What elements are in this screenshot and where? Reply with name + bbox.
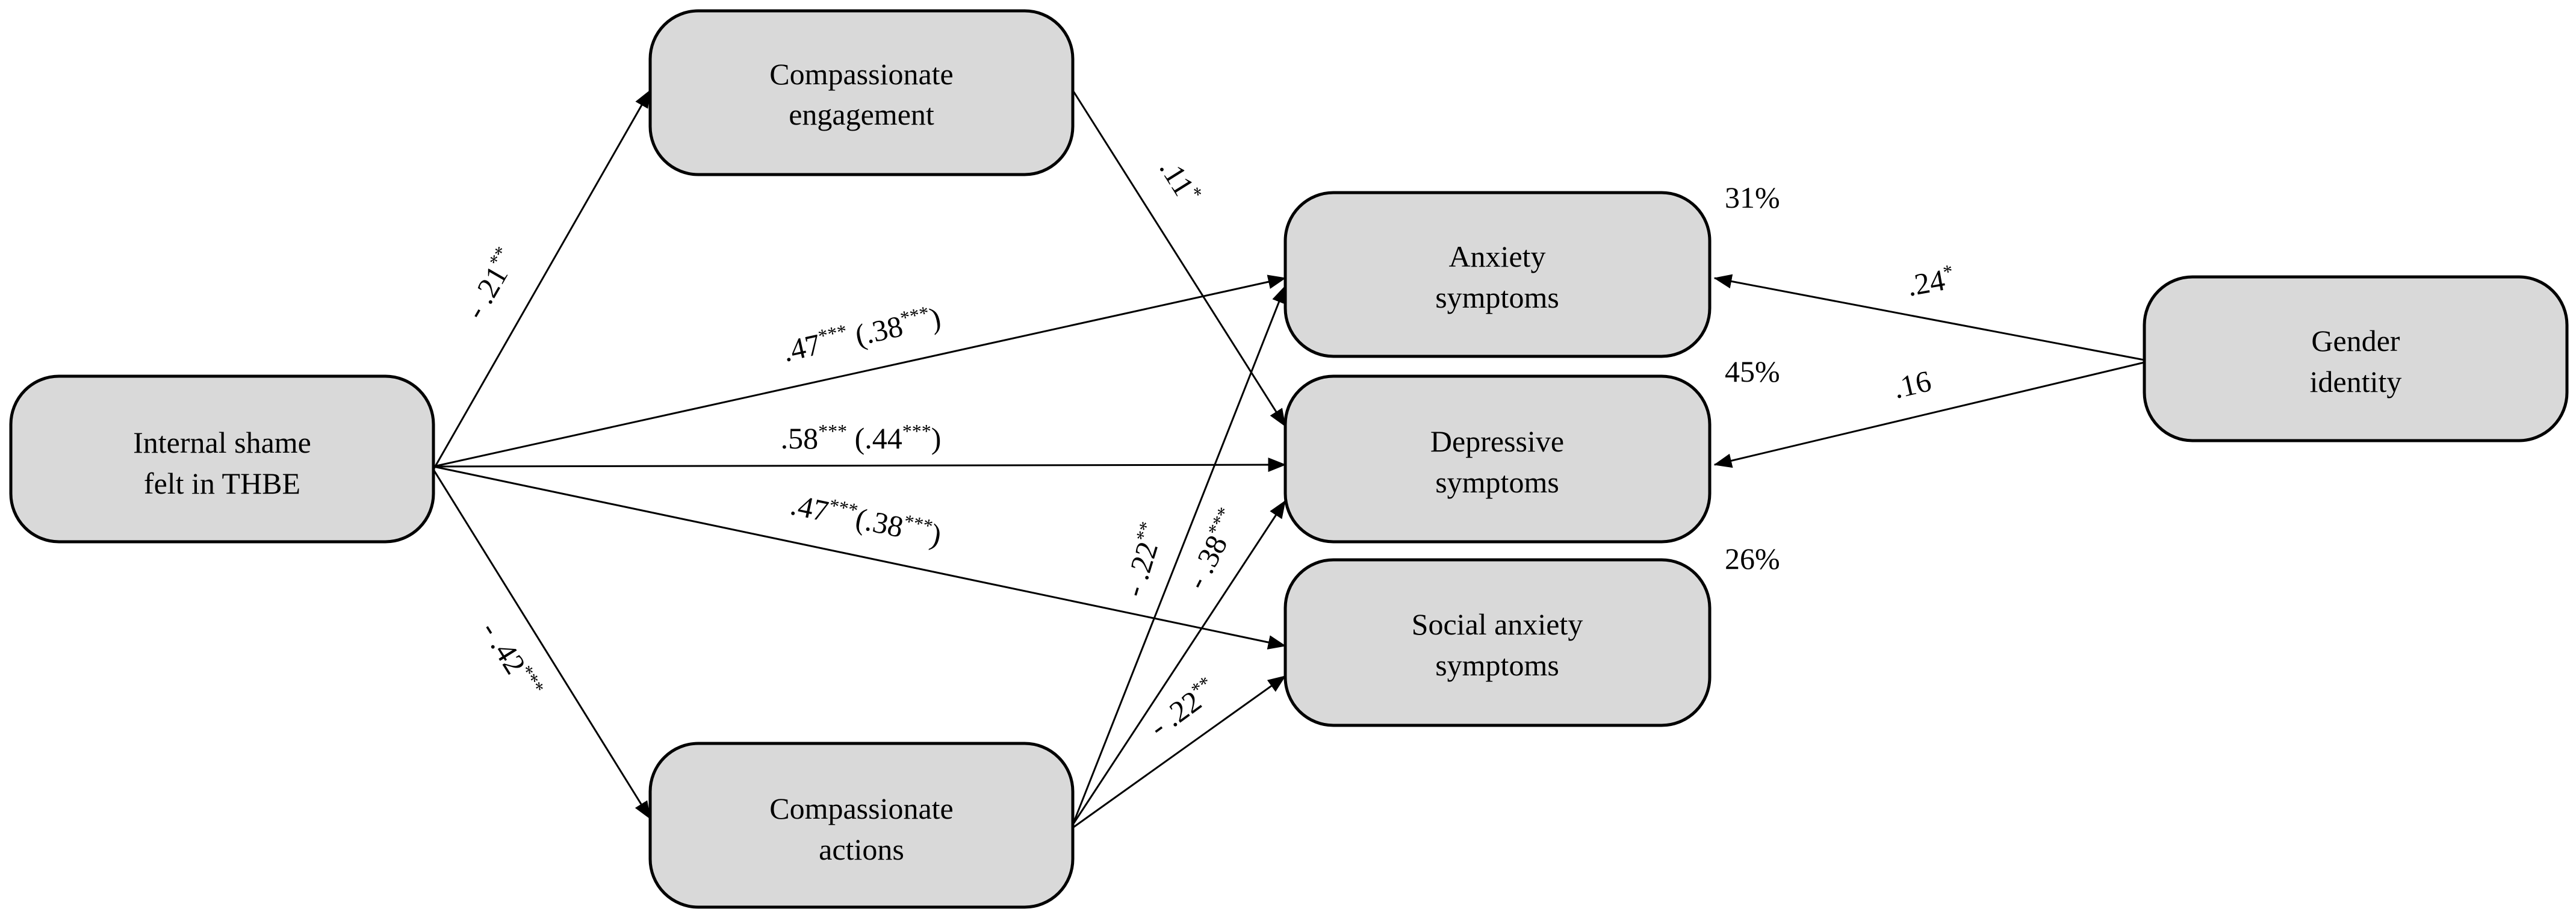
node-label-line2: symptoms xyxy=(1435,648,1559,682)
label-shame-social: .47***(.38***) xyxy=(787,486,945,553)
node-label-line1: Anxiety xyxy=(1448,240,1545,273)
edge-actions-social xyxy=(1072,675,1286,829)
edge-actions-anxiety xyxy=(1072,285,1286,825)
edge-gender-depressive xyxy=(1713,361,2145,468)
label-actions-depressive: - .38*** xyxy=(1178,503,1247,594)
edge-shame-anxiety xyxy=(433,274,1286,468)
node-anxiety-symptoms: Anxiety symptoms xyxy=(1283,191,1712,358)
node-compassionate-engagement: Compassionate engagement xyxy=(648,9,1075,176)
label-shame-actions: - .42*** xyxy=(475,615,549,704)
node-internal-shame: Internal shame felt in THBE xyxy=(9,374,435,544)
node-label-line1: Internal shame xyxy=(133,426,311,459)
edge-actions-depressive xyxy=(1072,500,1286,825)
r2-social-anxiety: 26% xyxy=(1725,542,1780,575)
edge-shame-actions xyxy=(432,469,651,820)
r2-anxiety: 31% xyxy=(1725,181,1780,214)
r2-depressive: 45% xyxy=(1725,355,1780,388)
edge-shame-engagement xyxy=(432,89,651,470)
node-label-line2: identity xyxy=(2310,365,2402,398)
edge-shame-social xyxy=(433,465,1286,650)
node-label-line2: felt in THBE xyxy=(144,467,300,500)
node-compassionate-actions: Compassionate actions xyxy=(648,742,1075,909)
node-label-line2: symptoms xyxy=(1435,281,1559,314)
node-label-line2: engagement xyxy=(789,98,934,131)
node-label-line1: Depressive xyxy=(1430,424,1564,458)
node-label-line1: Compassionate xyxy=(769,57,954,91)
node-social-anxiety-symptoms: Social anxiety symptoms xyxy=(1283,558,1712,727)
node-label-line2: symptoms xyxy=(1435,465,1559,499)
node-depressive-symptoms: Depressive symptoms xyxy=(1283,374,1712,544)
label-gender-depressive: .16 xyxy=(1890,364,1934,405)
edge-shame-depressive xyxy=(433,457,1286,473)
edge-engagement-depressive xyxy=(1072,90,1286,427)
label-shame-anxiety: .47*** (.38***) xyxy=(780,299,944,368)
label-shame-engagement: - .21** xyxy=(456,243,524,324)
node-gender-identity: Gender identity xyxy=(2143,275,2569,442)
label-actions-anxiety: - .22** xyxy=(1115,519,1170,600)
label-actions-social: - .22** xyxy=(1142,672,1223,744)
node-label-line1: Gender xyxy=(2311,324,2400,358)
edge-gender-anxiety xyxy=(1713,274,2145,361)
node-label-line1: Social anxiety xyxy=(1412,607,1583,641)
edges xyxy=(432,89,2145,829)
node-label-line2: actions xyxy=(819,833,904,866)
label-shame-depressive: .58*** (.44***) xyxy=(781,420,942,455)
label-engagement-depressive: .11* xyxy=(1153,152,1207,210)
label-gender-anxiety: .24* xyxy=(1904,260,1957,303)
node-label-line1: Compassionate xyxy=(769,792,954,825)
